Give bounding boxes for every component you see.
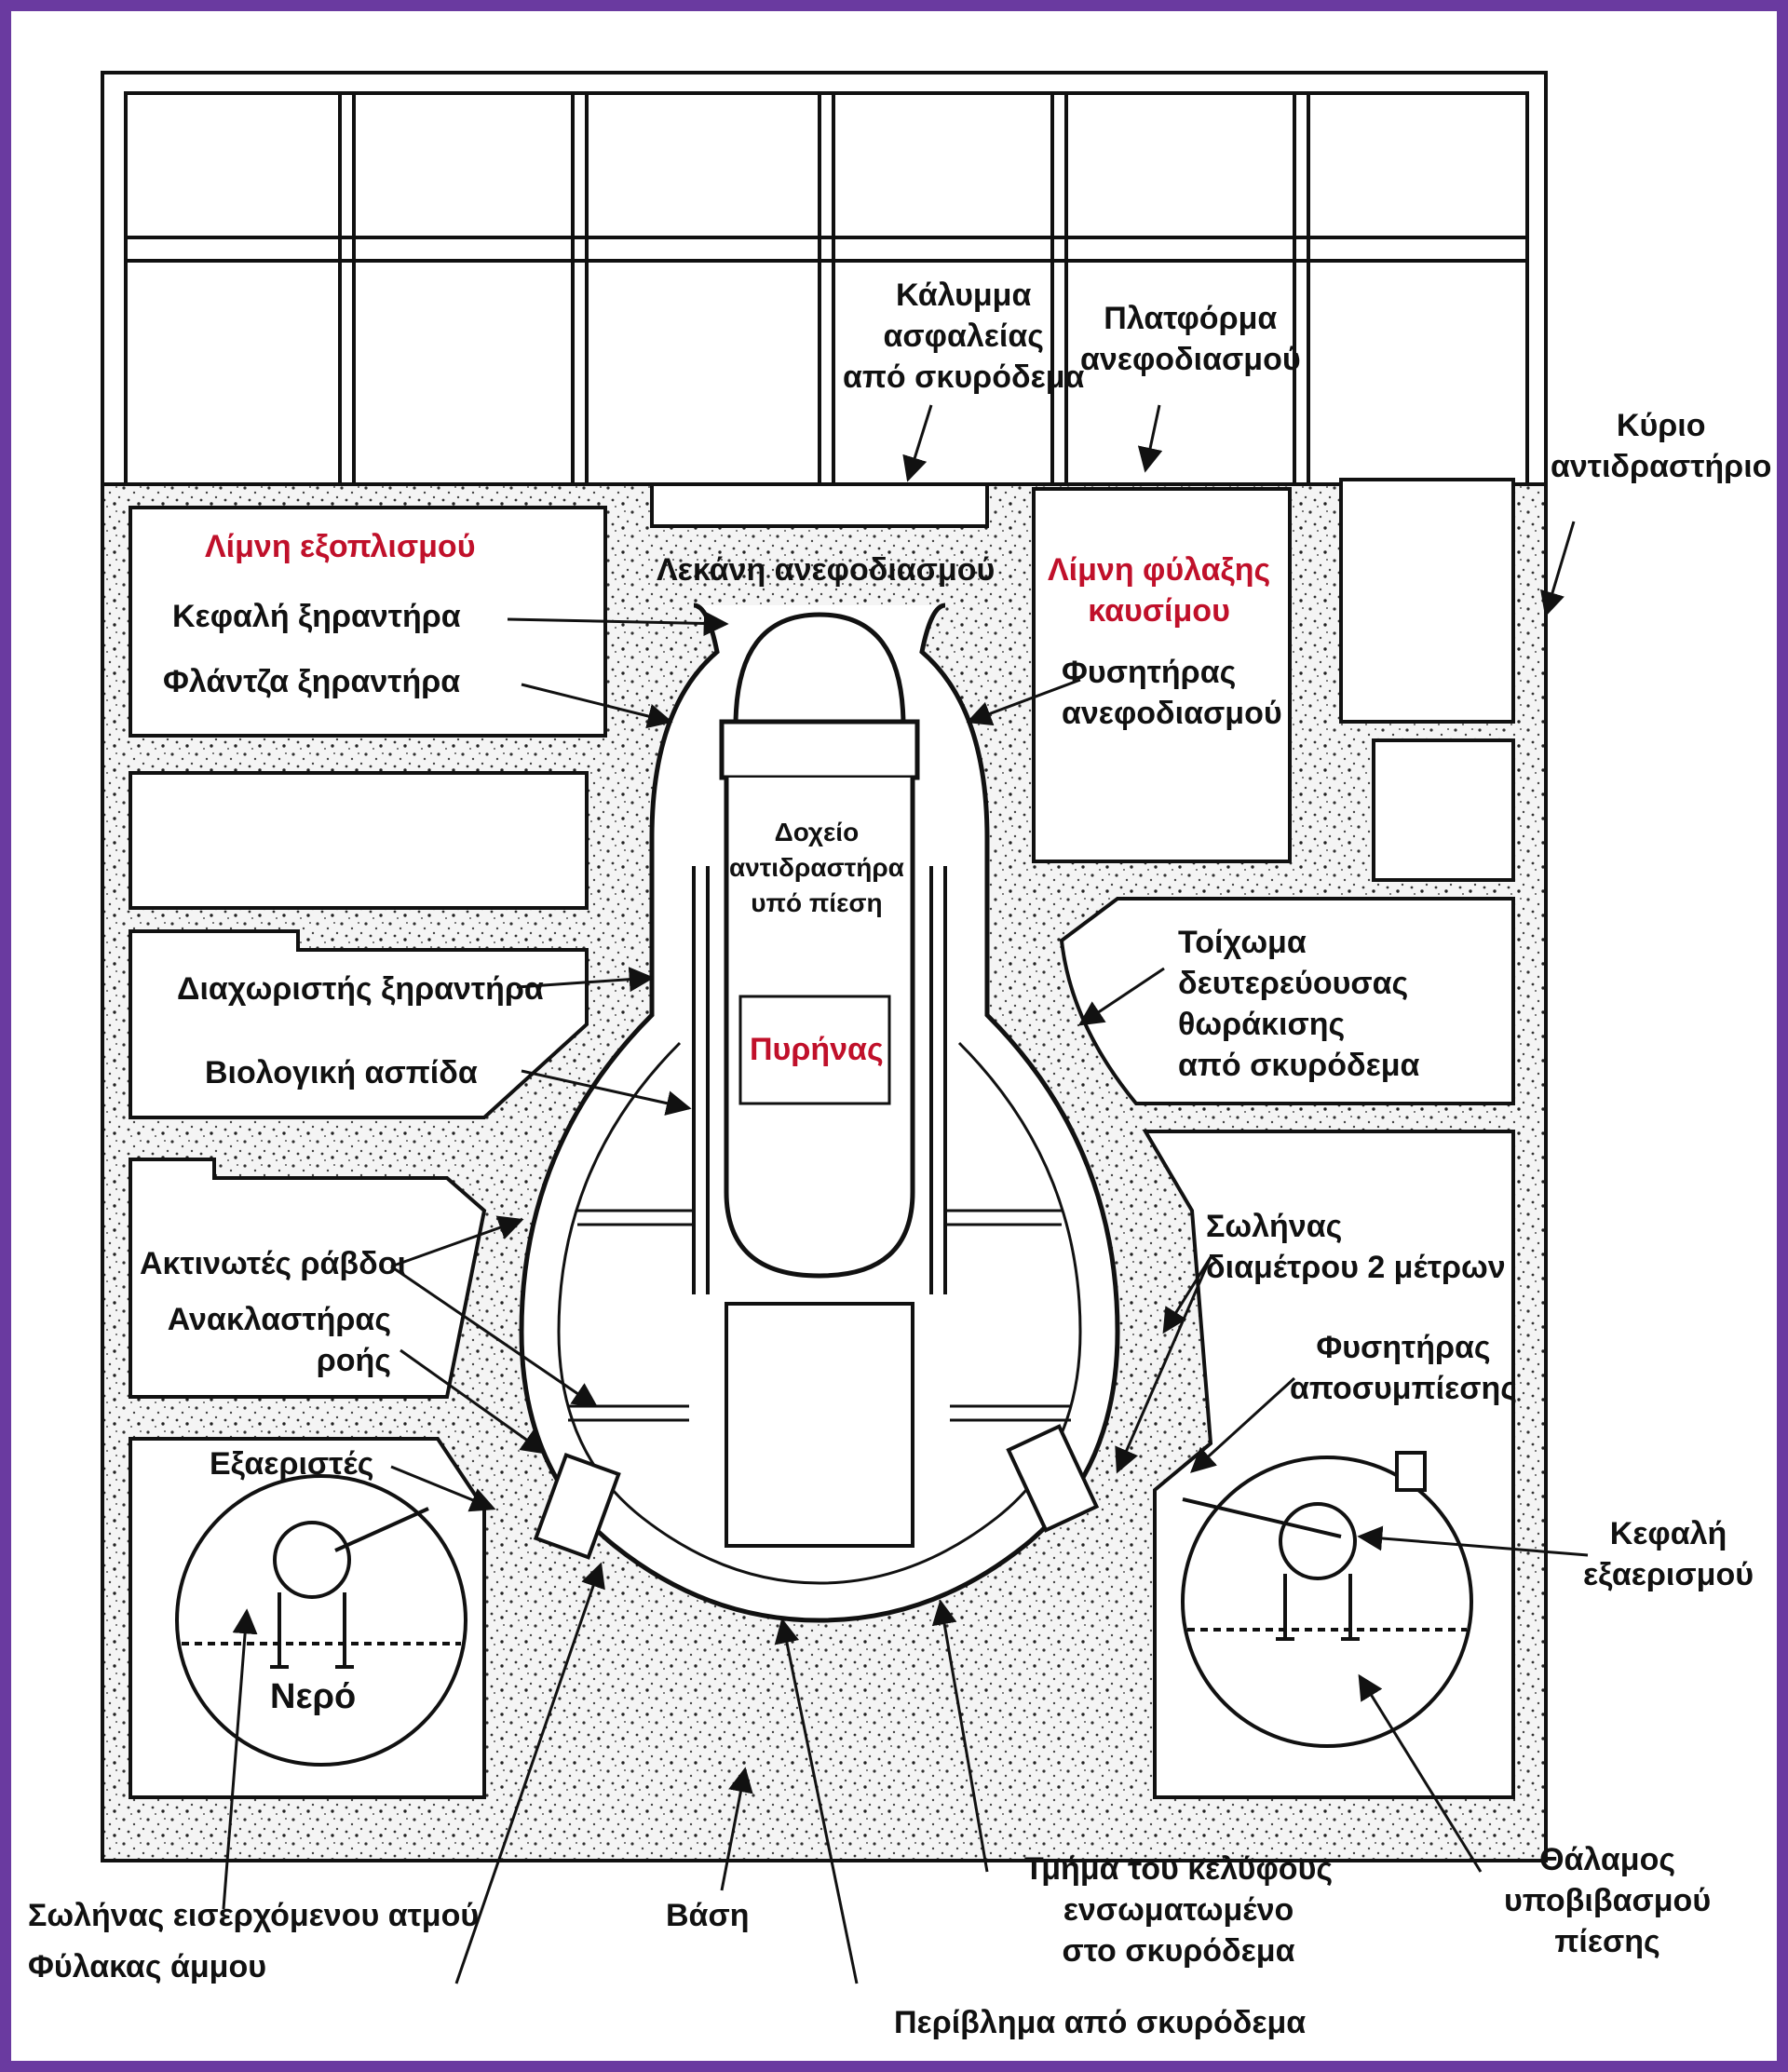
dryer-dome: [733, 612, 906, 727]
room-right-2: [1372, 738, 1515, 882]
right-suppression-torus: [1181, 1456, 1473, 1748]
refuel-cover-slab: [650, 482, 989, 528]
label-control-rods: Ακτινωτές ράβδοι: [140, 1246, 406, 1281]
label-dryer-head: Κεφαλή ξηραντήρα: [172, 599, 461, 634]
label-bioshield: Βιολογική ασπίδα: [205, 1055, 478, 1090]
right-vent-box: [1006, 1424, 1100, 1533]
label-steam-separator: Διαχωριστής ξηραντήρα: [177, 971, 544, 1007]
label-dischargers: Εξαεριστές: [210, 1446, 374, 1482]
core-box: [738, 995, 891, 1105]
label-core: Πυρήνας: [750, 1032, 884, 1067]
label-sand-cushion: Φύλακας άμμου: [28, 1949, 267, 1984]
label-water: Νερό: [270, 1677, 357, 1716]
label-equipment-pool: Λίμνη εξοπλισμού: [205, 529, 476, 564]
label-refuel-tank: Λεκάνη ανεφοδιασμού: [657, 552, 996, 588]
room-right-3: [1059, 897, 1515, 1105]
fuel-pool-room: [1032, 487, 1292, 863]
label-concrete-shell: Περίβλημα από σκυρόδεμα: [894, 2005, 1307, 2040]
label-base: Βάση: [666, 1898, 750, 1933]
pedestal: [725, 1302, 914, 1548]
room-right-1: [1339, 478, 1515, 724]
leader-lines: [222, 404, 1589, 1984]
left-suppression-torus: [175, 1474, 467, 1767]
label-steam-pipe: Σωλήνας εισερχόμενου ατμού: [28, 1898, 480, 1933]
room-left-2: [129, 771, 589, 910]
upper-structure: [124, 91, 1529, 486]
room-left-3: [129, 929, 589, 1119]
reactor-vessel: [692, 719, 947, 1294]
label-dryer-flange: Φλάντζα ξηραντήρα: [163, 664, 461, 699]
room-left-4: [129, 1158, 487, 1399]
left-vent-box: [533, 1453, 621, 1560]
